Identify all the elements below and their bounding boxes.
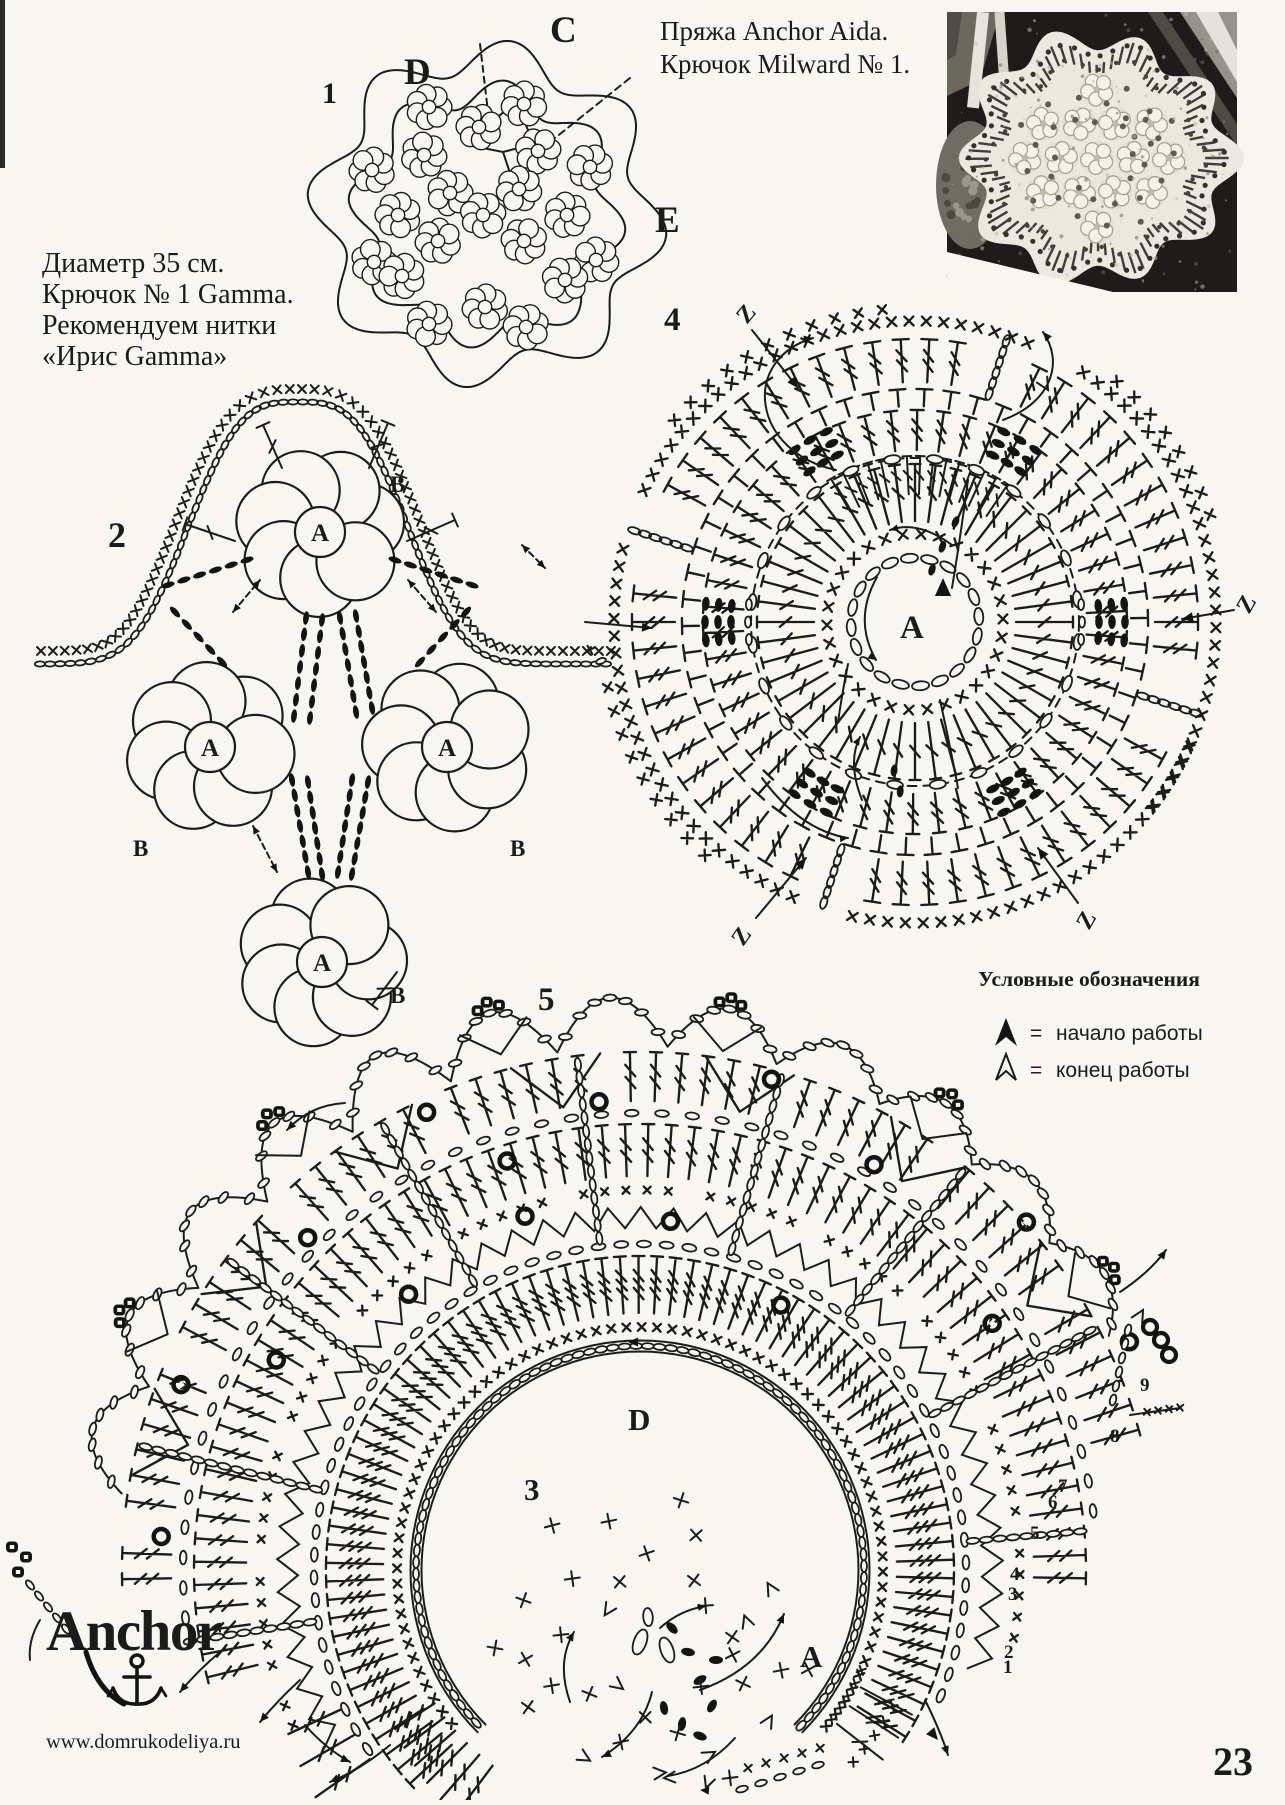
svg-text:A: A xyxy=(438,735,456,762)
svg-text:Anchor: Anchor xyxy=(46,1600,222,1663)
svg-text:www.domrukodeliya.ru: www.domrukodeliya.ru xyxy=(46,1731,241,1753)
svg-text:B: B xyxy=(133,836,148,861)
svg-text:Диаметр 35 см.: Диаметр 35 см. xyxy=(42,248,224,279)
svg-text:9: 9 xyxy=(1140,1375,1150,1396)
svg-text:A: A xyxy=(900,610,924,646)
svg-text:A: A xyxy=(311,520,329,547)
svg-text:Крючок Milward № 1.: Крючок Milward № 1. xyxy=(660,49,910,79)
svg-text:6: 6 xyxy=(1048,1492,1058,1513)
svg-text:Условные обозначения: Условные обозначения xyxy=(978,967,1200,991)
svg-text:B: B xyxy=(510,836,525,861)
svg-text:D: D xyxy=(628,1402,650,1437)
svg-text:A: A xyxy=(313,950,331,977)
svg-text:4: 4 xyxy=(1010,1564,1020,1585)
svg-text:2: 2 xyxy=(108,515,126,555)
svg-text:Крючок № 1 Gamma.: Крючок № 1 Gamma. xyxy=(42,279,294,310)
svg-text:8: 8 xyxy=(1110,1426,1120,1447)
svg-text:5: 5 xyxy=(538,982,555,1018)
svg-text:конец работы: конец работы xyxy=(1056,1059,1190,1082)
svg-text:«Ирис Gamma»: «Ирис Gamma» xyxy=(42,341,227,372)
svg-text:3: 3 xyxy=(524,1472,540,1507)
svg-text:Рекомендуем нитки: Рекомендуем нитки xyxy=(42,310,276,341)
svg-text:A: A xyxy=(201,735,219,762)
svg-text:23: 23 xyxy=(1213,1739,1253,1784)
svg-text:1: 1 xyxy=(322,77,337,110)
svg-text:C: C xyxy=(550,10,577,51)
svg-text:=: = xyxy=(1030,1059,1042,1082)
svg-text:2: 2 xyxy=(1004,1642,1014,1663)
svg-text:5: 5 xyxy=(1030,1523,1040,1544)
svg-text:1: 1 xyxy=(1003,1657,1013,1678)
svg-text:B: B xyxy=(390,472,405,497)
svg-text:D: D xyxy=(404,52,431,93)
svg-text:Пряжа Anchor Aida.: Пряжа Anchor Aida. xyxy=(660,16,888,46)
svg-text:7: 7 xyxy=(1058,1476,1068,1497)
svg-text:B: B xyxy=(390,983,405,1008)
svg-text:начало работы: начало работы xyxy=(1056,1022,1203,1045)
svg-text:4: 4 xyxy=(664,302,681,338)
svg-text:=: = xyxy=(1030,1022,1042,1045)
svg-text:3: 3 xyxy=(1008,1584,1018,1605)
svg-text:E: E xyxy=(655,200,680,241)
